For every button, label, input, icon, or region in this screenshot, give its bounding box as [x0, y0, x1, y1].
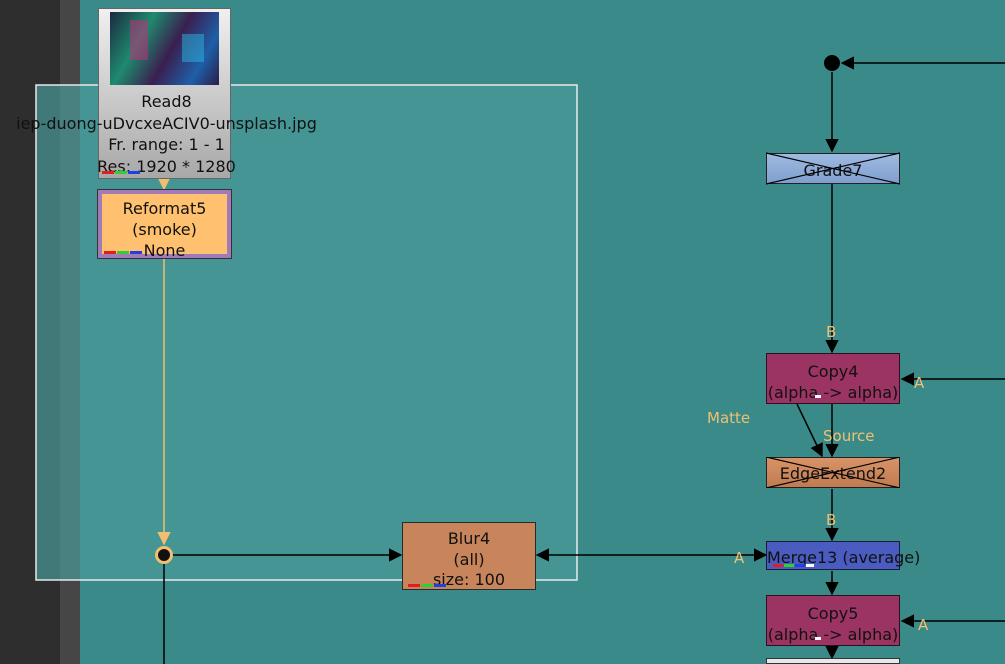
copy4-node[interactable]: Copy4 (alpha -> alpha) — [766, 353, 900, 404]
dot-node-left[interactable] — [155, 546, 173, 564]
edge-copy4-edgeextend-matte — [796, 403, 823, 458]
blur-size: size: 100 — [432, 570, 506, 589]
copy4-channels: (alpha -> alpha) — [767, 383, 899, 402]
merge-node-name: Merge13 (average) — [767, 548, 921, 567]
merge-channel-green — [784, 564, 794, 567]
offscreen-node[interactable] — [766, 658, 900, 664]
edgeextend-disabled-mark — [766, 457, 900, 488]
merge-input-b-label: B — [826, 511, 837, 529]
blur-channel-red — [408, 584, 420, 587]
reformat-node-name: Reformat5 — [122, 199, 207, 218]
read-text: Read8 iep-duong-uDvcxeACIV0-unsplash.jpg… — [0, 91, 353, 177]
copy4-channel-white — [815, 395, 821, 398]
merge-node[interactable]: Merge13 (average) — [766, 541, 921, 570]
copy4-input-b-label: B — [826, 323, 837, 341]
blur-node-name: Blur4 — [447, 529, 491, 548]
reformat-channel-green — [117, 251, 129, 254]
reformat-channel-red — [104, 251, 116, 254]
read-thumbnail — [110, 12, 219, 85]
read-node[interactable] — [98, 8, 231, 179]
copy5-input-a-label: A — [918, 616, 929, 634]
read-channel-blue — [128, 171, 140, 174]
copy5-channel-white — [815, 637, 821, 640]
dot-node-top[interactable] — [824, 55, 840, 71]
grade-disabled-mark — [766, 153, 900, 184]
edgeextend-matte-label: Matte — [707, 409, 751, 427]
copy4-input-a-label: A — [914, 374, 925, 392]
read-channel-green — [115, 171, 127, 174]
read-frame-range: Fr. range: 1 - 1 — [108, 135, 225, 154]
merge-channel-blue — [795, 564, 805, 567]
blur-channel: (all) — [453, 550, 485, 569]
reformat-channel-blue — [130, 251, 142, 254]
merge-input-a-label: A — [734, 549, 745, 567]
read-file-name: iep-duong-uDvcxeACIV0-unsplash.jpg — [16, 113, 317, 133]
copy5-node[interactable]: Copy5 (alpha -> alpha) — [766, 595, 900, 646]
blur-channel-blue — [434, 584, 446, 587]
reformat-node[interactable]: Reformat5 (smoke) None — [97, 189, 232, 260]
copy4-node-name: Copy4 — [807, 362, 859, 381]
reformat-channel: (smoke) — [132, 220, 197, 239]
read-resolution: Res: 1920 * 1280 — [97, 156, 236, 176]
reformat-filter: None — [143, 241, 186, 260]
merge-channel-red — [773, 564, 783, 567]
blur-channel-green — [421, 584, 433, 587]
copy5-channels: (alpha -> alpha) — [767, 625, 899, 644]
merge-channel-white — [806, 564, 814, 567]
read-channel-red — [102, 171, 114, 174]
grade-node-name: Grade7 — [803, 161, 863, 180]
read-node-name: Read8 — [141, 92, 192, 111]
edgeextend-source-label: Source — [823, 427, 875, 445]
copy5-node-name: Copy5 — [807, 604, 859, 623]
blur-node[interactable]: Blur4 (all) size: 100 — [402, 522, 536, 590]
